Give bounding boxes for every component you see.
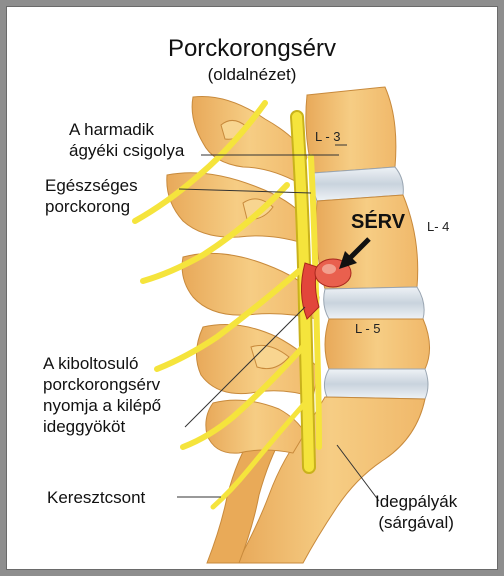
diagram-frame: Porckorongsérv (oldalnézet) A harmadik á… [6,6,498,570]
leader-lines [177,144,380,502]
spine-illustration [132,86,430,564]
disc-l4-l5 [323,286,425,320]
diagram-title: Porckorongsérv [167,35,337,62]
label-healthy-disc: Egészséges porckorong [45,176,138,216]
posterior-processes [166,95,320,454]
disc-l5-s1 [323,368,429,400]
label-hernia: SÉRV [351,211,406,233]
label-vertebra-l5: L - 5 [355,321,381,336]
label-vertebra-l3: L - 3 [315,129,341,144]
diagram-subtitle: (oldalnézet) [207,65,297,84]
label-vertebra-l4: L- 4 [427,219,450,234]
label-sacrum: Keresztcsont [47,488,146,507]
hernia-arrow [339,237,371,269]
label-third-vertebra: A harmadik ágyéki csigolya [69,120,185,160]
sacrum-bone [206,396,426,564]
label-nerve-tracts: Idegpályák (sárgával) [375,492,458,532]
label-herniation-pressing-nerve: A kiboltosuló porckorongsérv nyomja a ki… [43,354,162,436]
